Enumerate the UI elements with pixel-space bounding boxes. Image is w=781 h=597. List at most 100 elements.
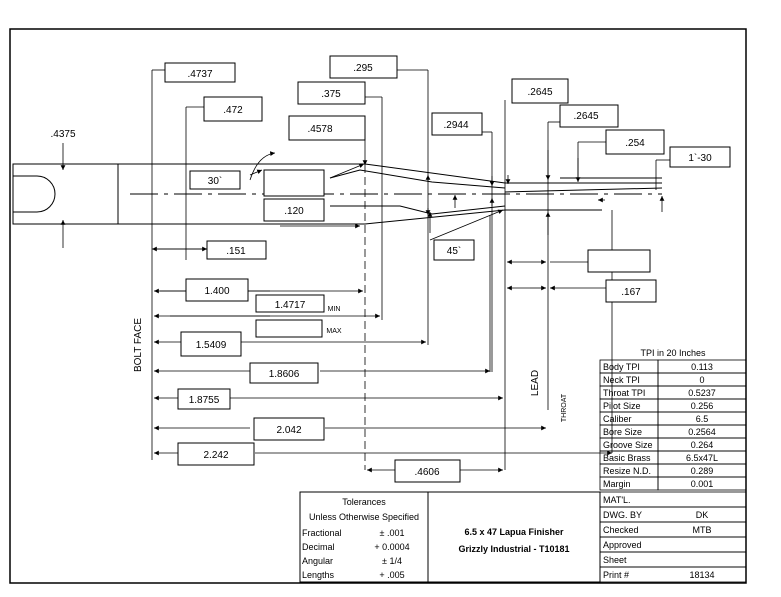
info-label: MAT'L. [603,495,631,505]
tpi-row-label: Resize N.D. [603,466,651,476]
box-254 [605,129,665,155]
dimension-labels: .4737 .472 .4375 .295 .375 .4578 .2944 .… [50,63,712,478]
box-1400 [185,278,249,302]
tpi-row-label: Groove Size [603,440,653,450]
tpi-row-label: Neck TPI [603,375,640,385]
dim-4737: .4737 [187,69,212,80]
box-2042 [253,417,325,441]
box-45deg [433,239,475,261]
tpi-title: TPI in 20 Inches [640,348,706,358]
dim-max: MAX [326,328,342,335]
tpi-row-label: Caliber [603,414,632,424]
tpi-row-label: Pilot Size [603,401,641,411]
tpi-row-value: 6.5x47L [686,453,718,463]
box-14717 [255,294,325,313]
box-30deg [189,170,241,190]
tolerance-value: + 0.0004 [374,542,409,552]
dim-151: .151 [226,246,246,257]
box-375 [297,81,366,105]
tpi-row-label: Bore Size [603,427,642,437]
tolerance-title: Tolerances [342,497,386,507]
info-label: DWG. BY [603,510,642,520]
dim-120: .120 [284,206,304,217]
dim-2645a: .2645 [527,87,552,98]
info-row [599,566,747,583]
tpi-row-label: Basic Brass [603,453,651,463]
company-name: Grizzly Industrial - T10181 [458,544,569,554]
dim-30deg: 30` [208,175,222,187]
info-label: Print # [603,570,629,580]
box-18755 [177,388,231,410]
dim-4606: .4606 [414,467,439,478]
box-295 [329,55,398,79]
reamer-profile [12,163,663,225]
tolerance-subtitle: Unless Otherwise Specified [309,512,419,522]
tpi-value-cell [657,476,747,491]
info-value: DK [696,510,709,520]
dim-45deg: 45` [447,245,461,257]
tpi-row-label: Body TPI [603,362,640,372]
box-2242 [177,442,255,466]
tolerance-label: Angular [302,556,333,566]
box-max [255,319,323,338]
tolerance-value: ± .001 [380,528,405,538]
tolerance-block: Tolerances Unless Otherwise Specified Fr… [299,491,429,583]
dim-taper: 1`-30 [688,152,712,164]
info-label: Checked [603,525,639,535]
tolerance-label: Lengths [302,570,335,580]
drawing-border [9,28,747,584]
tpi-row-value: 0.5237 [688,388,716,398]
tpi-row-value: 0.113 [691,362,713,372]
box-4606 [394,459,461,483]
shoulder-line-top [329,169,506,189]
tolerance-value: + .005 [379,570,404,580]
dimension-boxes [164,55,731,483]
dim-167: .167 [621,287,641,298]
box-taper [669,146,731,168]
tolerance-value: ± 1/4 [382,556,402,566]
tpi-row-label: Margin [603,479,631,489]
drawing-name: 6.5 x 47 Lapua Finisher [464,527,564,537]
dim-14717: 1.4717 [275,300,306,311]
tpi-row-value: 6.5 [696,414,709,424]
bolt-face-label: BOLT FACE [133,318,144,372]
box-2944 [431,112,483,136]
box-120 [263,198,325,222]
dim-295: .295 [353,63,373,74]
tpi-row-value: 0.001 [691,479,714,489]
dimension-arrows [60,135,665,473]
dim-2645b: .2645 [573,111,598,122]
box-4578 [288,115,366,141]
tpi-row-value: 0 [699,375,704,385]
tolerance-label: Decimal [302,542,335,552]
box-15409 [180,331,242,357]
pilot-tip [12,175,56,213]
tpi-row-value: 0.2564 [688,427,716,437]
dim-375: .375 [321,89,341,100]
info-label: Sheet [603,555,627,565]
dim-min: MIN [328,306,341,313]
box-167 [605,279,657,303]
dim-254: .254 [625,138,645,149]
dim-472: .472 [223,105,243,116]
box-18606 [249,362,319,384]
dim-2242: 2.242 [203,450,228,461]
throat-label: THROAT [561,393,568,422]
body-top-edge [118,163,662,184]
dim-1400: 1.400 [204,286,229,297]
tpi-row-value: 0.289 [691,466,714,476]
tpi-row-value: 0.264 [691,440,714,450]
dim-18755: 1.8755 [189,395,220,406]
pilot-body [12,163,119,225]
lead-label: LEAD [530,370,541,396]
tpi-row-value: 0.256 [691,401,714,411]
dim-18606: 1.8606 [269,369,300,380]
tpi-row-label: Throat TPI [603,388,645,398]
dim-4375: .4375 [50,129,75,140]
box-4737 [164,62,236,83]
dim-4578: .4578 [307,124,332,135]
